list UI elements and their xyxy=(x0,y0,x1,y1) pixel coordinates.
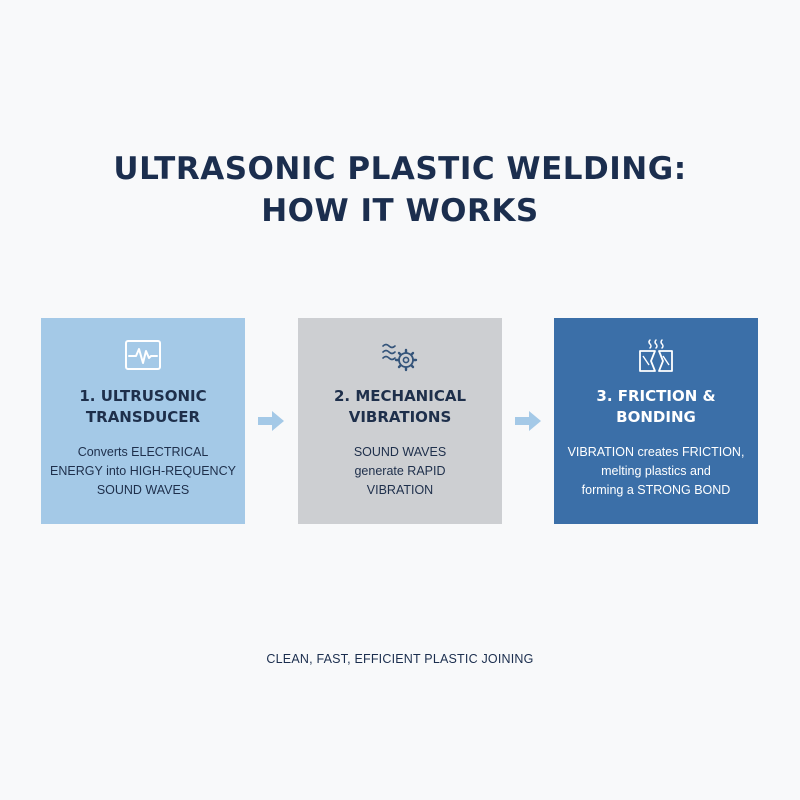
step-desc-line-1: Converts ELECTRICAL xyxy=(77,445,209,459)
step-title: 1. ULTRUSONIC TRANSDUCER xyxy=(49,386,237,428)
step-desc-line-2: melting plastics and xyxy=(601,464,711,478)
step-desc-line-3: SOUND WAVES xyxy=(96,483,190,497)
right-arrow-icon xyxy=(513,408,543,434)
step-title-line-1: 3. FRICTION & xyxy=(596,387,716,405)
step-card-bonding: 3. FRICTION & BONDING VIBRATION creates … xyxy=(554,318,758,524)
step-desc-line-2: generate RAPID xyxy=(354,464,446,478)
step-title-line-1: 2. MECHANICAL xyxy=(333,387,466,405)
step-description: Converts ELECTRICAL ENERGY into HIGH-REQ… xyxy=(47,443,239,500)
footer-tagline: CLEAN, FAST, EFFICIENT PLASTIC JOINING xyxy=(266,652,534,666)
step-desc-line-3: VIBRATION xyxy=(366,483,434,497)
right-arrow-icon xyxy=(256,408,286,434)
waves-gear-icon xyxy=(377,336,423,376)
bonding-parts-heat-icon xyxy=(633,336,679,376)
step-desc-line-2: ENERGY into HIGH-REQUENCY xyxy=(50,464,236,478)
step-title-line-2: TRANSDUCER xyxy=(85,408,201,426)
title-line-1: ULTRASONIC PLASTIC WELDING: xyxy=(113,151,687,187)
step-card-transducer: 1. ULTRUSONIC TRANSDUCER Converts ELECTR… xyxy=(41,318,245,524)
step-title-line-2: BONDING xyxy=(616,408,696,426)
waveform-monitor-icon xyxy=(120,336,166,376)
step-title: 3. FRICTION & BONDING xyxy=(562,386,750,428)
step-description: VIBRATION creates FRICTION, melting plas… xyxy=(560,443,752,500)
page-title: ULTRASONIC PLASTIC WELDING: HOW IT WORKS xyxy=(0,148,800,232)
step-title-line-1: 1. ULTRUSONIC xyxy=(79,387,207,405)
title-line-2: HOW IT WORKS xyxy=(261,193,539,229)
step-description: SOUND WAVES generate RAPID VIBRATION xyxy=(304,443,496,500)
step-title: 2. MECHANICAL VIBRATIONS xyxy=(306,386,494,428)
step-desc-line-1: SOUND WAVES xyxy=(353,445,447,459)
step-desc-line-3: forming a STRONG BOND xyxy=(581,483,731,497)
step-title-line-2: VIBRATIONS xyxy=(348,408,452,426)
step-card-vibrations: 2. MECHANICAL VIBRATIONS SOUND WAVES gen… xyxy=(298,318,502,524)
step-desc-line-1: VIBRATION creates FRICTION, xyxy=(567,445,745,459)
